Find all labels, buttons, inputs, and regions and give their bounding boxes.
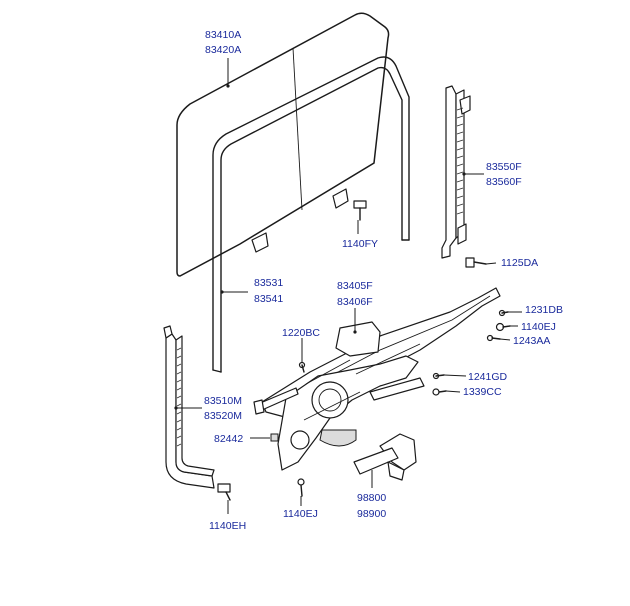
screw-1241gd-icon <box>432 372 445 380</box>
screw-1140ej-right-icon <box>495 322 511 332</box>
label-83531: 83531 <box>254 277 283 289</box>
label-1243aa: 1243AA <box>513 335 550 347</box>
label-1140eh: 1140EH <box>209 520 246 532</box>
bolt-1125da-icon <box>465 257 487 268</box>
label-1140ej-right: 1140EJ <box>521 321 556 333</box>
bolt-1140fy-icon <box>353 200 367 221</box>
screw-1243aa-icon <box>486 334 501 342</box>
glass-run-channel <box>212 56 410 373</box>
screw-1231db-icon <box>498 309 509 317</box>
bolt-1140ej-bottom-icon <box>297 478 305 497</box>
leader-lines <box>174 58 522 514</box>
label-1140ej-bottom: 1140EJ <box>283 508 318 520</box>
label-83520m: 83520M <box>204 410 242 422</box>
label-1339cc: 1339CC <box>463 386 502 398</box>
front-lower-channel <box>163 325 215 489</box>
label-1220bc: 1220BC <box>282 327 320 339</box>
label-83510m: 83510M <box>204 395 242 407</box>
label-1140fy: 1140FY <box>342 238 378 250</box>
bolt-1140eh-icon <box>217 483 231 501</box>
label-98800: 98800 <box>357 492 386 504</box>
window-motor <box>353 433 417 481</box>
screw-1220bc-icon <box>298 361 306 373</box>
label-83405f: 83405F <box>337 280 373 292</box>
label-1125da: 1125DA <box>501 257 538 269</box>
label-82442: 82442 <box>214 433 243 445</box>
label-83410a: 83410A <box>205 29 241 41</box>
label-83550f: 83550F <box>486 161 522 173</box>
label-83560f: 83560F <box>486 176 522 188</box>
label-1241gd: 1241GD <box>468 371 508 383</box>
label-83406f: 83406F <box>337 296 373 308</box>
rear-channel <box>441 85 471 259</box>
clip-82442-icon <box>270 433 279 442</box>
label-1231db: 1231DB <box>525 304 563 316</box>
label-98900: 98900 <box>357 508 386 520</box>
label-83420a: 83420A <box>205 44 241 56</box>
label-83541: 83541 <box>254 293 283 305</box>
screw-1339cc-icon <box>432 388 447 396</box>
window-regulator <box>253 287 501 471</box>
